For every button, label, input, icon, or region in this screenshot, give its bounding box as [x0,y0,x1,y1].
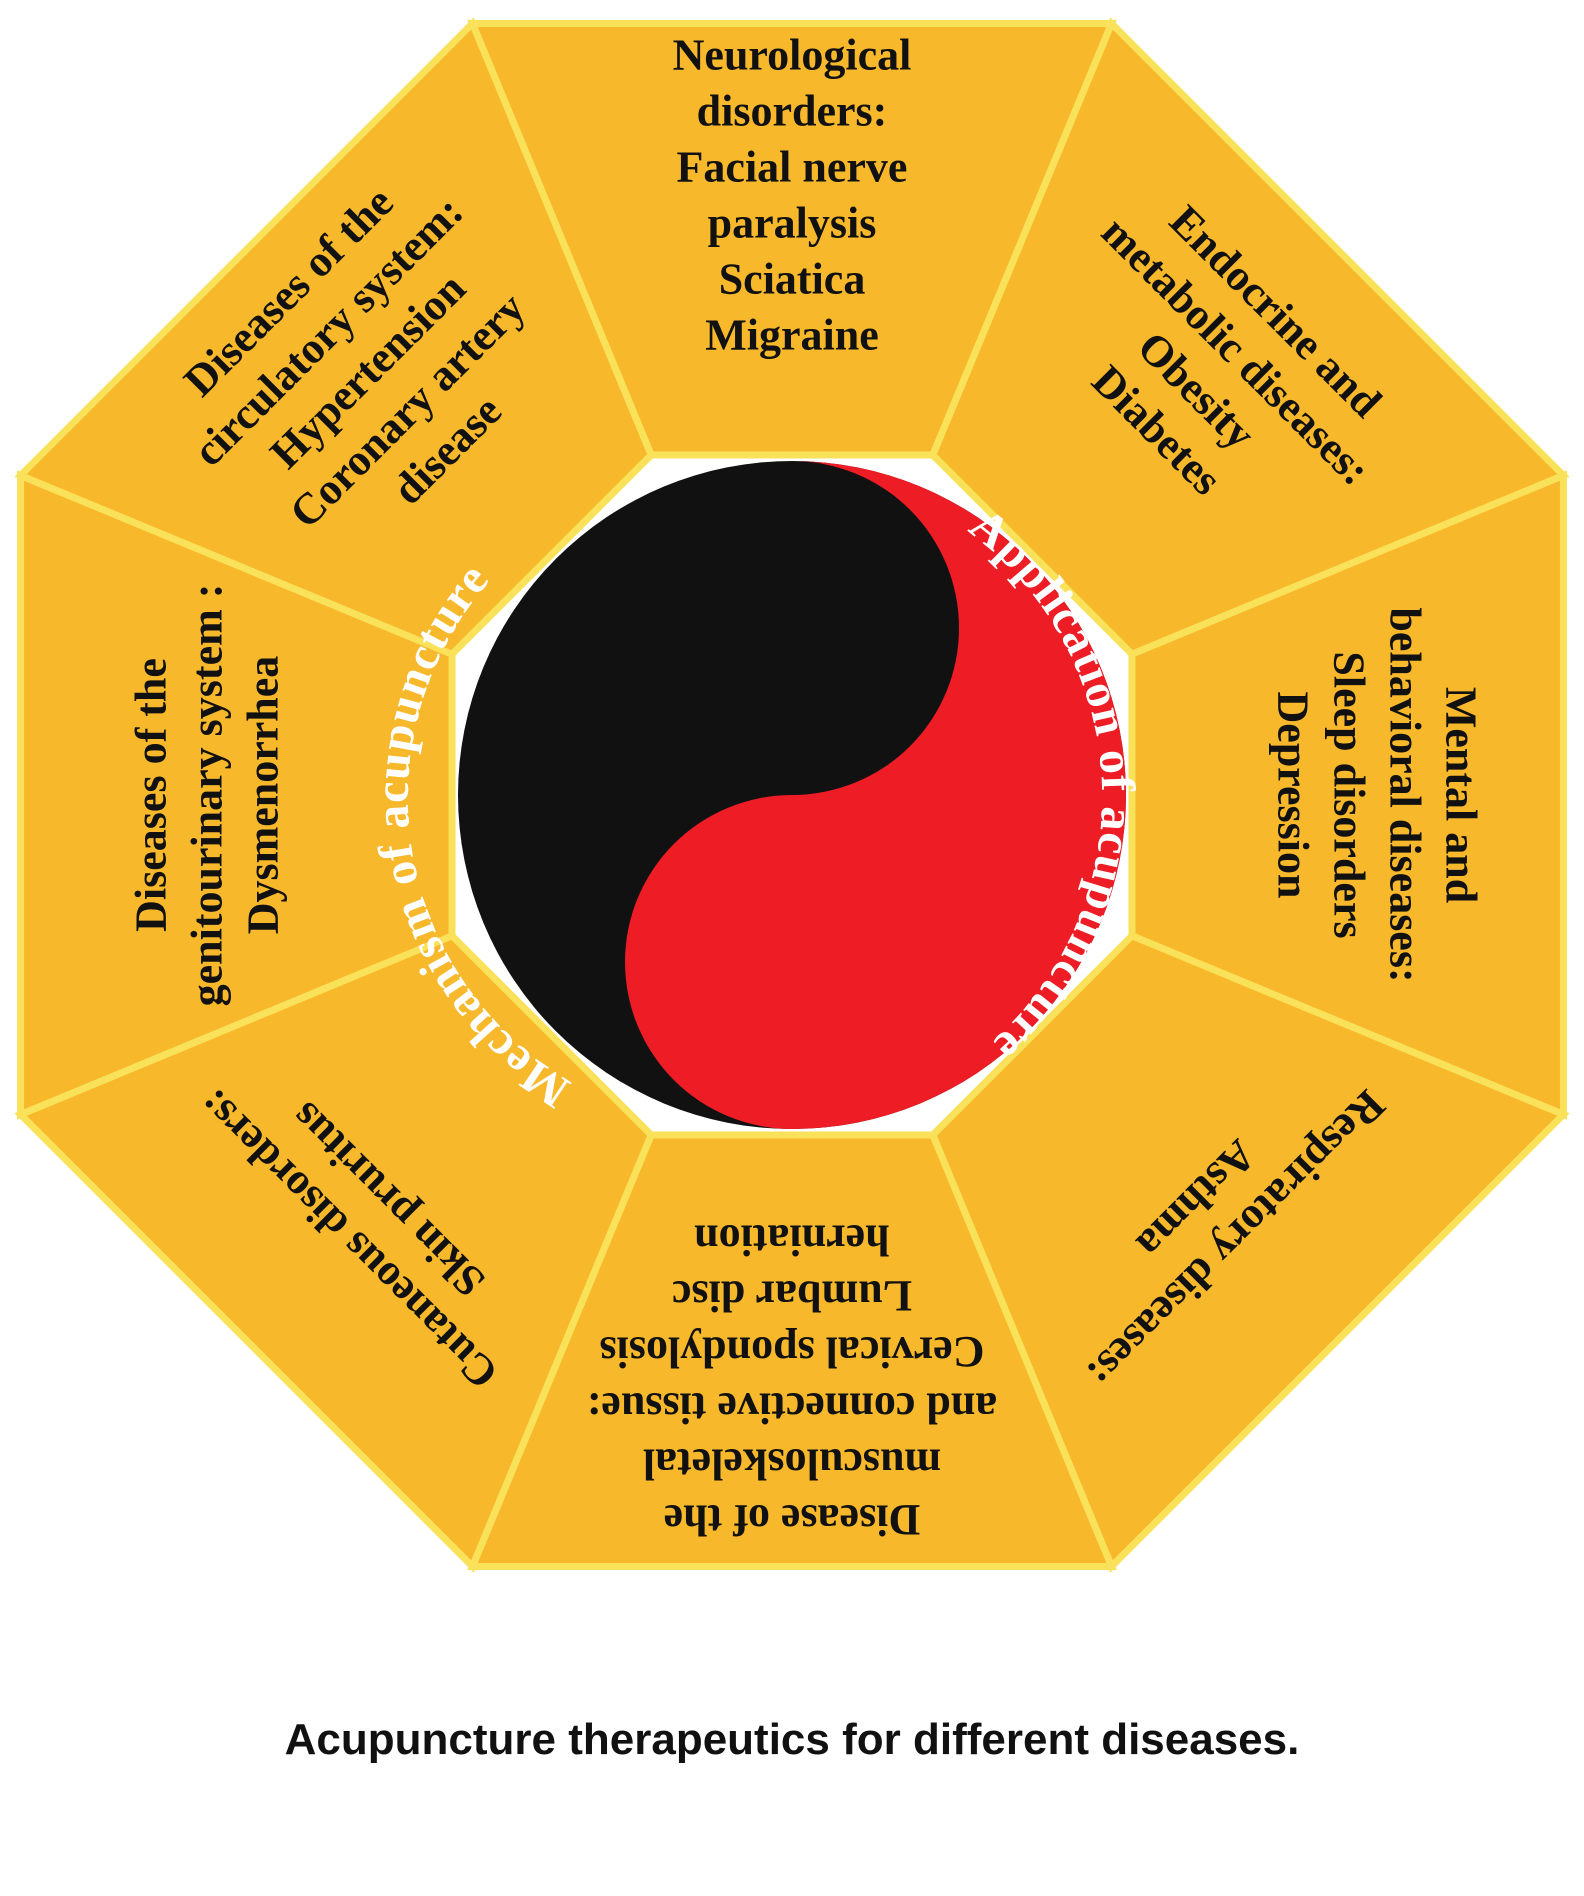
yin-eye-red [765,935,819,989]
segment-text-line: Migraine [705,311,879,360]
segment-text-line: Dysmenorrhea [239,656,288,935]
segment-text-line: and connective tissue: [587,1384,998,1433]
figure-caption: Acupuncture therapeutics for different d… [284,1715,1300,1764]
yang-eye-black [765,601,819,655]
segment-text-line: behavioral diseases: [1381,607,1430,982]
segment-text-line: Neurological [673,31,912,80]
segment-label-neurological: Neurological disorders: Facial nerve paraly… [673,31,912,360]
disease-segments: Neurological disorders: Facial nerve paraly… [14,17,1570,1573]
segment-text-line: Sciatica [719,255,866,304]
segment-text-line: Disease of the [664,1496,921,1545]
yang-half-red [625,461,1126,1129]
segment-text-line: Facial nerve [677,143,908,192]
segment-text-line: Mental and [1437,687,1486,903]
segment-text-line: Cervical spondylosis [599,1328,984,1377]
segment-label-musculoskeletal: Disease of the musculoskeletal and connect… [587,1216,998,1545]
acupuncture-bagua-diagram: Neurological disorders: Facial nerve paraly… [14,17,1570,1573]
segment-text-line: musculoskeletal [643,1440,941,1489]
segment-text-line: genitourinary system : [183,584,232,1007]
segment-text-line: paralysis [708,199,877,248]
segment-circulatory [14,17,656,659]
segment-text-line: disorders: [697,87,888,136]
segment-text-line: Depression [1269,692,1318,899]
segment-text-line: Lumbar disc [672,1272,912,1321]
segment-text-line: Diseases of the [127,658,176,932]
segment-text-line: herniation [694,1216,890,1265]
segment-text-line: Sleep disorders [1325,651,1374,938]
